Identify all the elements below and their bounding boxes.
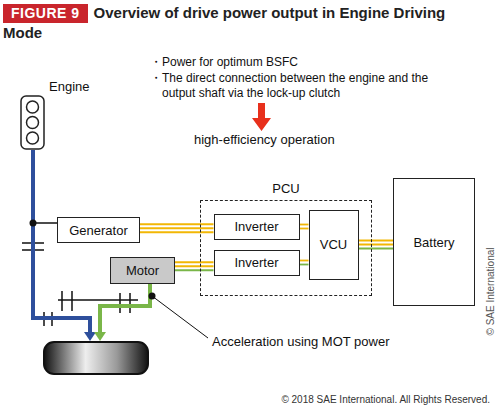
callout-text: Acceleration using MOT power (212, 334, 442, 350)
power-line-strand (175, 269, 214, 271)
inverter-box: Inverter (214, 214, 300, 240)
engine-cylinder (27, 117, 39, 129)
engine-icon: Engine (20, 95, 45, 150)
watermark: © SAE International (484, 242, 497, 342)
engine-power-arrowhead (84, 332, 96, 341)
power-line (359, 241, 394, 249)
battery-box: Battery (393, 178, 475, 306)
power-line-strand (300, 264, 309, 266)
power-line-strand (300, 224, 309, 226)
power-line-strand (175, 265, 214, 267)
vcu-box: VCU (309, 210, 359, 280)
pcu-box: PCUInverterInverterVCU (200, 200, 372, 296)
node-label: Motor (126, 263, 159, 278)
node-label: PCU (201, 181, 371, 196)
note-text: ・Power for optimum BSFC (150, 55, 440, 70)
engine-cylinder (27, 132, 39, 144)
engine-housing (21, 96, 44, 149)
note-text: ・The direct connection between the engin… (150, 71, 430, 101)
power-line-strand (359, 240, 394, 242)
counter-shaft (58, 299, 138, 301)
copyright-caption: © 2018 SAE International. All Rights Res… (281, 394, 490, 405)
power-line-strand (175, 261, 214, 263)
generator-shaft (33, 222, 57, 224)
power-line (300, 261, 309, 265)
power-line-strand (300, 260, 309, 262)
engine-cylinder (27, 101, 39, 113)
wheel-tire (44, 342, 148, 374)
node-label: Battery (413, 235, 454, 250)
inverter-box: Inverter (214, 250, 300, 276)
engine-icon-shape (20, 95, 45, 150)
node-label: Inverter (234, 255, 278, 270)
note-text: high-efficiency operation (194, 132, 394, 148)
motor-box: Motor (110, 257, 175, 284)
power-line-strand (359, 244, 394, 246)
node-label: Generator (69, 223, 128, 238)
power-line-strand (140, 227, 214, 229)
power-line (300, 225, 309, 229)
red-down-arrow (252, 103, 271, 131)
node-label: Inverter (234, 219, 278, 234)
power-line-strand (359, 248, 394, 250)
power-line-strand (140, 223, 214, 225)
node-label: Engine (49, 79, 89, 94)
figure-heading: FIGURE 9Overview of drive power output i… (3, 3, 448, 43)
power-line-strand (300, 228, 309, 230)
power-line (140, 224, 214, 232)
node-label: VCU (320, 237, 347, 252)
figure-number: FIGURE 9 (3, 4, 88, 23)
generator-box: Generator (57, 217, 140, 243)
gear-symbol (44, 291, 130, 326)
power-line (175, 262, 214, 270)
power-line-strand (140, 231, 214, 233)
junction-dot (30, 220, 37, 227)
motor-power-arrowhead (94, 332, 106, 341)
leader-line (152, 296, 208, 338)
motor-power-path (100, 284, 150, 334)
